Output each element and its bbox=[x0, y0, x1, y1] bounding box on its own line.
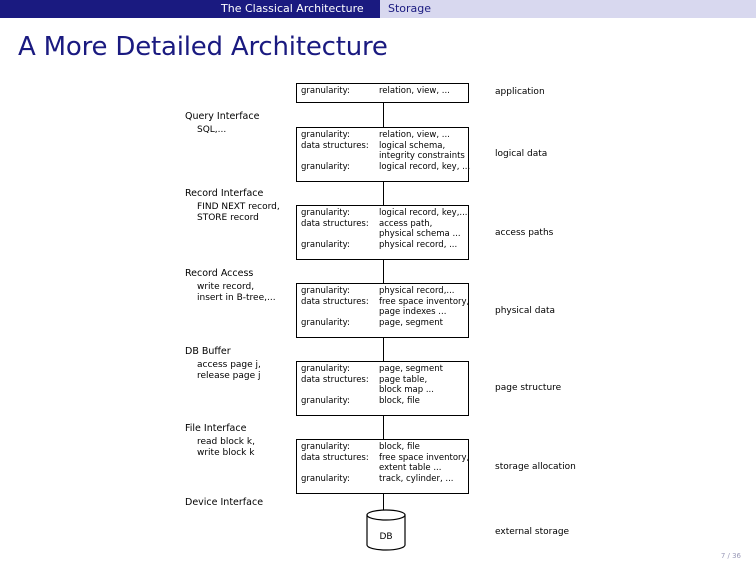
layer-box-physical-data: granularity:physical record,... data str… bbox=[296, 283, 469, 338]
layer-box-application: granularity:relation, view, ... bbox=[296, 83, 469, 103]
interface-title: Record Interface bbox=[185, 188, 264, 199]
section-link-storage[interactable]: Storage bbox=[380, 0, 756, 18]
database-cylinder: DB bbox=[366, 509, 406, 551]
box-row: integrity constraints bbox=[379, 151, 465, 161]
box-row: granularity:physical record,... bbox=[301, 286, 455, 296]
layer-box-page-structure: granularity:page, segment data structure… bbox=[296, 361, 469, 416]
layer-name: access paths bbox=[495, 228, 554, 238]
layer-box-logical-data: granularity:relation, view, ... data str… bbox=[296, 127, 471, 182]
connector-line bbox=[383, 415, 384, 439]
slide-title: A More Detailed Architecture bbox=[18, 32, 388, 62]
box-row: granularity:page, segment bbox=[301, 317, 443, 328]
layer-name: page structure bbox=[495, 383, 562, 393]
connector-line bbox=[383, 337, 384, 361]
connector-line bbox=[383, 259, 384, 283]
interface-title: File Interface bbox=[185, 423, 247, 434]
box-row: granularity:page, segment bbox=[301, 364, 443, 374]
layer-name: physical data bbox=[495, 306, 556, 316]
interface-desc: write record,insert in B-tree,... bbox=[197, 282, 276, 303]
box-row: extent table ... bbox=[379, 463, 442, 473]
interface-title: DB Buffer bbox=[185, 346, 231, 357]
box-row: data structures:free space inventory, bbox=[301, 452, 470, 463]
navigation-bar: The Classical Architecture Storage bbox=[0, 0, 756, 18]
layer-name: application bbox=[495, 87, 545, 97]
interface-desc: access page j,release page j bbox=[197, 360, 261, 381]
cylinder-icon bbox=[366, 509, 406, 551]
layer-name: storage allocation bbox=[495, 462, 576, 472]
interface-desc: read block k,write block k bbox=[197, 437, 255, 458]
box-row: data structures:free space inventory, bbox=[301, 296, 470, 307]
interface-device: Device Interface bbox=[185, 497, 263, 508]
layer-name: external storage bbox=[495, 527, 570, 537]
box-row: data structures:access path, bbox=[301, 218, 433, 229]
page-number: 7 / 36 bbox=[720, 552, 741, 560]
box-row: granularity:relation, view, ... bbox=[301, 86, 450, 96]
layer-box-storage-allocation: granularity:block, file data structures:… bbox=[296, 439, 469, 494]
box-row: granularity:relation, view, ... bbox=[301, 130, 450, 140]
interface-desc: SQL,... bbox=[197, 125, 227, 135]
interface-desc: FIND NEXT record,STORE record bbox=[197, 202, 280, 223]
box-row: block map ... bbox=[379, 385, 434, 395]
box-row: data structures:logical schema, bbox=[301, 140, 446, 151]
layer-box-access-paths: granularity:logical record, key,... data… bbox=[296, 205, 469, 260]
box-row: data structures:page table, bbox=[301, 374, 428, 385]
box-row: granularity:block, file bbox=[301, 442, 420, 452]
box-row: granularity:track, cylinder, ... bbox=[301, 473, 454, 484]
connector-line bbox=[383, 102, 384, 127]
box-row: granularity:logical record, key,... bbox=[301, 208, 468, 218]
connector-line bbox=[383, 181, 384, 205]
interface-title: Record Access bbox=[185, 268, 254, 279]
interface-title: Query Interface bbox=[185, 111, 260, 122]
interface-db-buffer: DB Buffer access page j,release page j bbox=[185, 346, 261, 382]
box-row: physical schema ... bbox=[379, 229, 461, 239]
interface-query: Query Interface SQL,... bbox=[185, 111, 259, 136]
box-row: page indexes ... bbox=[379, 307, 447, 317]
connector-line bbox=[383, 493, 384, 511]
interface-file: File Interface read block k,write block … bbox=[185, 423, 255, 459]
box-row: granularity:logical record, key, ... bbox=[301, 161, 471, 172]
box-row: granularity:block, file bbox=[301, 395, 420, 406]
interface-record: Record Interface FIND NEXT record,STORE … bbox=[185, 188, 280, 224]
section-link-classical-architecture[interactable]: The Classical Architecture bbox=[221, 2, 364, 15]
layer-name: logical data bbox=[495, 149, 548, 159]
interface-record-access: Record Access write record,insert in B-t… bbox=[185, 268, 276, 304]
box-row: granularity:physical record, ... bbox=[301, 239, 458, 250]
database-label: DB bbox=[379, 532, 393, 542]
interface-title: Device Interface bbox=[185, 497, 264, 508]
